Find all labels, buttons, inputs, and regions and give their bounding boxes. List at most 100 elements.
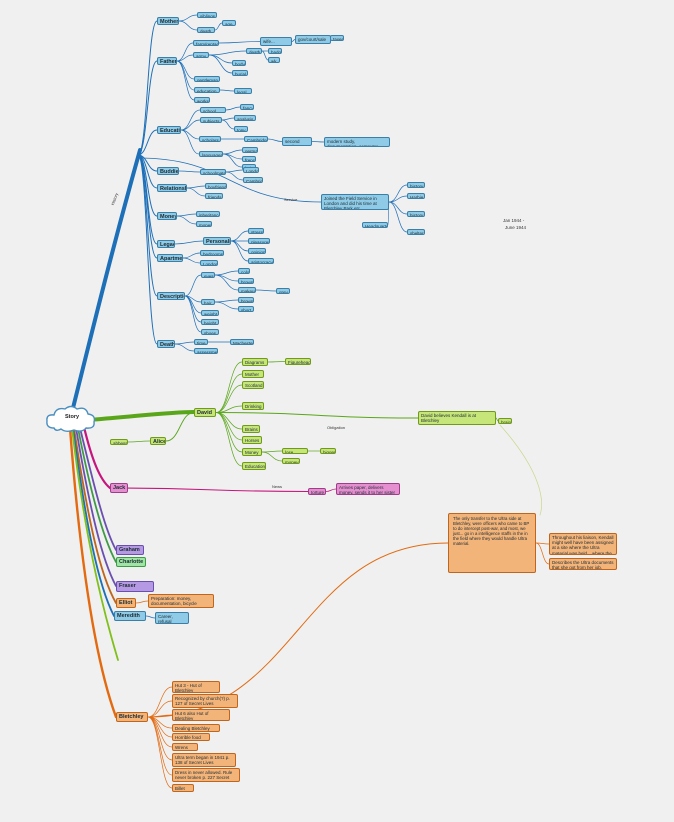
node-graham[interactable]: Graham	[116, 545, 144, 555]
node-david-7[interactable]: Money	[242, 448, 262, 456]
node-father[interactable]: Father	[157, 57, 177, 65]
node-relationships[interactable]: Relationships	[157, 184, 187, 192]
node-edu-4[interactable]: languages	[199, 151, 223, 157]
node-jack-2[interactable]: Arrives paper, delivers money, sends it …	[336, 483, 400, 495]
node-david-3[interactable]: Scotland	[242, 381, 264, 389]
node-jack-1[interactable]: torture	[308, 488, 326, 495]
node-edu-2a[interactable]: analysis	[234, 115, 256, 121]
node-personality[interactable]: Personality	[203, 237, 231, 245]
node-david-1[interactable]: Diagrams	[242, 358, 268, 366]
node-desc-2b[interactable]: short	[238, 306, 254, 312]
node-desc-4[interactable]: height	[201, 319, 219, 325]
node-bl-3[interactable]: Hut 6 also Hut of Bletchley	[172, 709, 230, 721]
node-meredith[interactable]: Meredith	[114, 611, 146, 621]
node-service-main[interactable]: Joined the Field Service in London and d…	[321, 194, 389, 210]
node-bl-4[interactable]: Dealing Bletchley	[172, 724, 220, 732]
node-apt-1[interactable]: bedrooms	[200, 250, 224, 256]
node-father-2a[interactable]: death	[246, 48, 262, 54]
node-david-7a[interactable]: lose money	[282, 448, 308, 454]
node-death[interactable]: Death	[157, 340, 175, 348]
node-father-2d[interactable]: body	[232, 60, 246, 66]
node-david-bletch-1[interactable]: brains	[498, 418, 512, 424]
node-bud-1[interactable]: schoolmate	[200, 169, 226, 175]
node-elliot[interactable]: Elliot	[116, 598, 136, 608]
node-edu-2b[interactable]: tony	[234, 126, 248, 132]
node-education[interactable]: Education	[157, 126, 181, 134]
node-apartment[interactable]: Apartment	[157, 254, 183, 262]
node-bl-7[interactable]: Ultra term began in 1941 p. 138 of Secre…	[172, 753, 236, 767]
node-father-4[interactable]: education	[194, 87, 220, 93]
node-father-2[interactable]: army	[193, 52, 209, 58]
node-bl-5[interactable]: Horrible food	[172, 733, 210, 741]
node-death-1[interactable]: time	[194, 339, 208, 345]
node-money-2[interactable]: money	[196, 221, 212, 227]
node-david-7b[interactable]: money	[282, 458, 300, 464]
node-edu-2[interactable]: subjects	[200, 117, 222, 123]
node-desc-1d[interactable]: grey	[276, 288, 290, 294]
node-father-1c[interactable]: taxes	[330, 35, 344, 41]
node-desc-2a[interactable]: brown	[238, 297, 254, 303]
node-david-6[interactable]: Horses	[242, 436, 262, 444]
node-bl-6[interactable]: Wrens	[172, 743, 198, 751]
node-money-1[interactable]: inheritance	[196, 211, 220, 217]
node-rel-1[interactable]: boyfriends	[205, 183, 227, 189]
node-father-3[interactable]: gentleman	[194, 76, 220, 82]
node-edu-3c[interactable]: modern study, documentation, computer, w…	[324, 137, 390, 147]
node-father-4a[interactable]: legal work	[234, 88, 252, 94]
node-david-8[interactable]: Education	[242, 462, 266, 470]
node-david-2[interactable]: Mother	[242, 370, 264, 378]
node-david-1a[interactable]: Figurehead	[285, 358, 311, 365]
node-service-4[interactable]: shelter	[407, 229, 425, 235]
node-edu-3b[interactable]: second study	[282, 137, 312, 146]
node-death-1a[interactable]: Machester	[230, 339, 254, 345]
node-bl-note-2[interactable]: Describes the Ultra documents that she g…	[549, 558, 617, 570]
node-desc-1[interactable]: eyes	[201, 272, 215, 278]
node-edu-3[interactable]: scholars	[199, 136, 221, 142]
node-bud-1a[interactable]: London	[243, 167, 259, 173]
node-mother-2[interactable]: death	[197, 27, 215, 33]
node-pers-2[interactable]: pleasures	[248, 238, 270, 244]
node-father-2e[interactable]: burial	[232, 70, 248, 76]
node-david-7c[interactable]: bigger	[320, 448, 336, 454]
node-service-5[interactable]: Headquarters	[362, 222, 388, 228]
node-alice-1[interactable]: abbess	[110, 439, 128, 445]
node-desc-3[interactable]: weight	[201, 310, 219, 316]
node-desc-1b[interactable]: brown	[238, 278, 254, 284]
node-bl-9[interactable]: Billet	[172, 784, 194, 792]
node-death-2[interactable]: assessment	[194, 348, 218, 354]
node-desc-1a[interactable]: color	[238, 268, 250, 274]
node-description[interactable]: Description	[157, 292, 185, 300]
node-father-1[interactable]: farm/rentage	[193, 40, 219, 46]
node-father-1b[interactable]: gov/court/sale money	[295, 35, 331, 44]
node-edu-4b[interactable]: french	[242, 156, 256, 162]
node-bl-note[interactable]: The only transfer to the Ultra side at B…	[448, 513, 536, 573]
node-jack[interactable]: Jack	[110, 483, 128, 493]
node-pers-3[interactable]: opinion	[248, 248, 266, 254]
node-pers-1[interactable]: stress	[248, 228, 264, 234]
node-desc-2[interactable]: hair	[201, 299, 215, 305]
node-service-3[interactable]: history	[407, 211, 425, 217]
node-legacy[interactable]: Legacy	[157, 240, 175, 248]
node-desc-1c[interactable]: makeup	[238, 287, 256, 293]
node-pers-4[interactable]: aristocracy	[248, 258, 274, 264]
node-fraser[interactable]: Fraser	[116, 581, 154, 592]
node-charlotte[interactable]: Charlotte	[116, 557, 146, 567]
node-apt-2[interactable]: London	[200, 260, 218, 266]
node-david-5[interactable]: Brains	[242, 425, 260, 433]
node-rel-2[interactable]: friends	[205, 193, 223, 199]
node-mother-1[interactable]: siblings	[197, 12, 217, 18]
node-david-bletch[interactable]: David believes Kendall is at Bletchley	[418, 411, 496, 425]
node-edu-1[interactable]: school room	[200, 107, 226, 113]
node-bl-note-1[interactable]: Throughout his liaison, Kendall might we…	[549, 533, 617, 555]
node-david[interactable]: David	[194, 408, 216, 417]
root-node[interactable]: Story	[64, 414, 80, 420]
node-bl-8[interactable]: Dress in never allowed. Rule never broke…	[172, 768, 240, 782]
node-bletchley[interactable]: Bletchley	[116, 712, 148, 722]
node-bl-2[interactable]: Recognized by church(?) p. 127 of Secret…	[172, 694, 238, 708]
node-money[interactable]: Money	[157, 212, 177, 220]
node-elliot-1[interactable]: Preparation: money, documentation, bicyc…	[148, 594, 214, 608]
node-david-4[interactable]: Drinking	[242, 402, 264, 410]
node-father-1a[interactable]: wife... property	[260, 37, 292, 46]
node-desc-5[interactable]: shoes	[201, 329, 219, 335]
